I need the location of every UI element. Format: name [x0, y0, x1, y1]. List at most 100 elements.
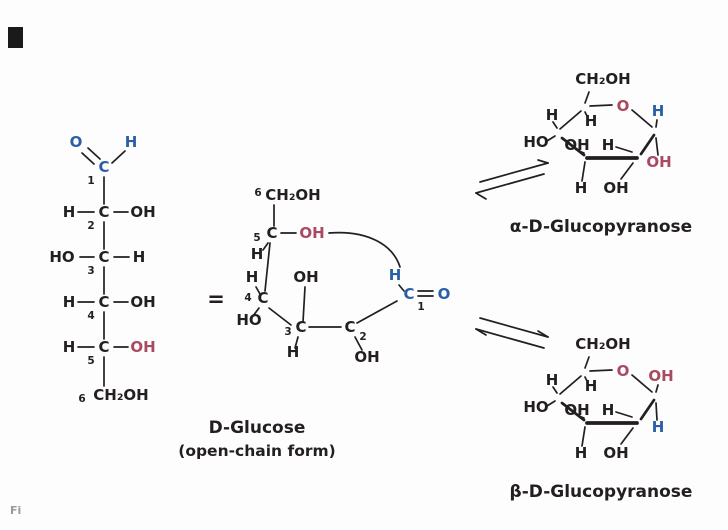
c5-number: 5 — [253, 232, 260, 244]
bond — [559, 110, 582, 130]
bond — [655, 384, 659, 393]
bond — [655, 402, 658, 421]
c4-ho-group: HO — [236, 311, 261, 329]
alpha-ring-bonds — [546, 91, 659, 182]
c2-number: 2 — [359, 331, 366, 343]
c6-group: CH₂OH — [575, 335, 630, 353]
caption-fragment: Fi — [10, 504, 21, 517]
bond — [111, 150, 126, 164]
bond — [294, 336, 299, 349]
c4-h-atom: H — [546, 106, 559, 124]
beta-ring-bonds — [546, 356, 659, 447]
c3-h-atom: H — [287, 343, 300, 361]
c3-oh-group: OH — [564, 401, 589, 419]
bond — [87, 147, 101, 160]
aldehyde-h-atom: H — [125, 133, 138, 151]
anomeric-oh-group: OH — [648, 367, 673, 385]
c5-atom: C — [98, 338, 109, 356]
c1-h-atom: H — [389, 266, 402, 284]
bond — [578, 150, 585, 154]
bond — [584, 376, 588, 382]
bond — [578, 415, 585, 419]
harpoon-line — [475, 328, 545, 349]
c1-atom: C — [98, 158, 109, 176]
bond — [546, 400, 556, 407]
ring-o-atom: O — [617, 97, 630, 115]
bond — [581, 161, 586, 182]
bond — [584, 91, 590, 104]
c4-ho-group: HO — [523, 398, 548, 416]
c4-h-atom: H — [63, 293, 76, 311]
bond — [356, 300, 398, 324]
c2-oh-group: OH — [354, 348, 379, 366]
bond — [589, 104, 613, 107]
bond — [264, 242, 271, 292]
c4-h-atom: H — [246, 268, 259, 286]
c6-number: 6 — [78, 393, 85, 405]
equilibrium-arrows-alpha — [475, 159, 549, 200]
c3-h-atom: H — [575, 444, 588, 462]
c6-number: 6 — [254, 187, 261, 199]
equilibrium-arrows-beta — [475, 317, 549, 349]
c3-number: 3 — [87, 265, 94, 277]
c3-oh-group: OH — [564, 136, 589, 154]
c5-oh-group: OH — [130, 338, 155, 356]
c5-oh-group: OH — [299, 224, 324, 242]
c4-oh-group: OH — [130, 293, 155, 311]
aldehyde-o-atom: O — [70, 133, 83, 151]
bond — [255, 286, 261, 295]
c4-atom: C — [257, 289, 268, 307]
c4-h-atom: H — [546, 371, 559, 389]
c2-number: 2 — [87, 220, 94, 232]
bond — [546, 135, 556, 142]
c1-o-atom: O — [438, 285, 451, 303]
bond — [615, 146, 633, 153]
open-chain-bent-form: 6 CH₂OH 5 C H OH H 4 C HO OH 3 C H C 2 O… — [236, 186, 450, 366]
bond — [552, 386, 558, 394]
c3-atom: C — [295, 318, 306, 336]
c1-number: 1 — [87, 175, 94, 187]
bond — [398, 284, 405, 292]
c6-group: CH₂OH — [265, 186, 320, 204]
bond — [615, 411, 633, 418]
compound-subtitle: (open-chain form) — [178, 442, 336, 460]
c6-group: CH₂OH — [93, 386, 148, 404]
bond — [639, 133, 656, 156]
bond — [631, 374, 653, 393]
corner-marker — [8, 27, 23, 48]
harpoon-barb — [475, 328, 487, 336]
c2-h-atom: H — [63, 203, 76, 221]
c3-h-atom: H — [575, 179, 588, 197]
bond — [262, 242, 269, 251]
c5-h-atom: H — [251, 245, 264, 263]
bond — [639, 398, 656, 421]
harpoon-barb — [475, 192, 487, 200]
bond — [655, 119, 658, 128]
cyclization-curve — [328, 231, 401, 268]
bond — [559, 375, 582, 395]
c2-oh-group: OH — [603, 179, 628, 197]
c2-h-atom: H — [602, 136, 615, 154]
c3-atom: C — [98, 248, 109, 266]
c3-h-atom: H — [133, 248, 146, 266]
beta-pyranose-ring: CH₂OH H H O OH HO OH H H H OH β-D-Glucop… — [510, 335, 693, 502]
c4-ho-group: HO — [523, 133, 548, 151]
alpha-pyranose-ring: CH₂OH H H O H HO OH H OH H OH α-D-Glucop… — [510, 70, 692, 237]
ring-o-atom: O — [617, 362, 630, 380]
bond — [620, 427, 634, 445]
c3-number: 3 — [284, 326, 291, 338]
bond — [631, 109, 653, 128]
c2-atom: C — [344, 318, 355, 336]
bond — [302, 286, 306, 323]
bond — [81, 152, 95, 165]
bond — [552, 121, 558, 129]
bond — [584, 356, 590, 369]
bond — [584, 111, 588, 117]
beta-pyranose-name: β-D-Glucopyranose — [510, 482, 693, 502]
anomeric-h-atom: H — [652, 102, 665, 120]
c1-number: 1 — [417, 301, 424, 313]
equals-sign: = — [207, 287, 225, 311]
c2-oh-group: OH — [130, 203, 155, 221]
bond — [252, 307, 260, 317]
